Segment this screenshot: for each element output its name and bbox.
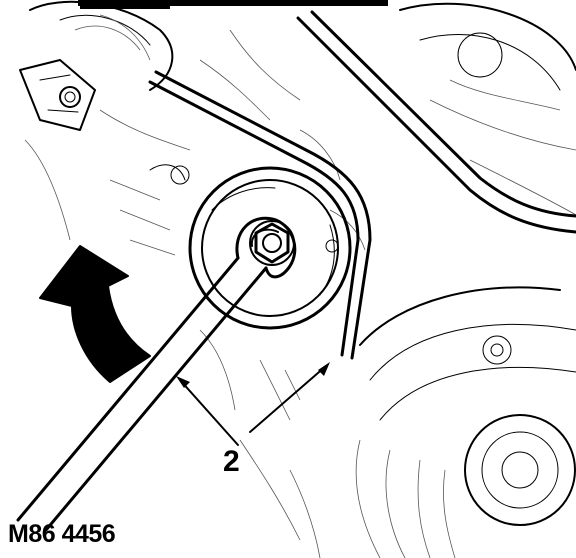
header-fragment [78,0,388,9]
upper-left-pulley [29,0,174,91]
figure-reference-code: M86 4456 [8,520,116,548]
left-bracket [19,59,96,241]
wrench-tool [16,216,297,532]
callout-leader-lines [176,362,330,446]
engine-casting-background [19,0,576,558]
callout-number-2: 2 [223,445,240,478]
right-large-pulley [399,2,576,216]
lower-right-pulley [355,286,576,558]
rotation-arrow-icon [39,245,151,383]
drive-belt [148,10,576,360]
